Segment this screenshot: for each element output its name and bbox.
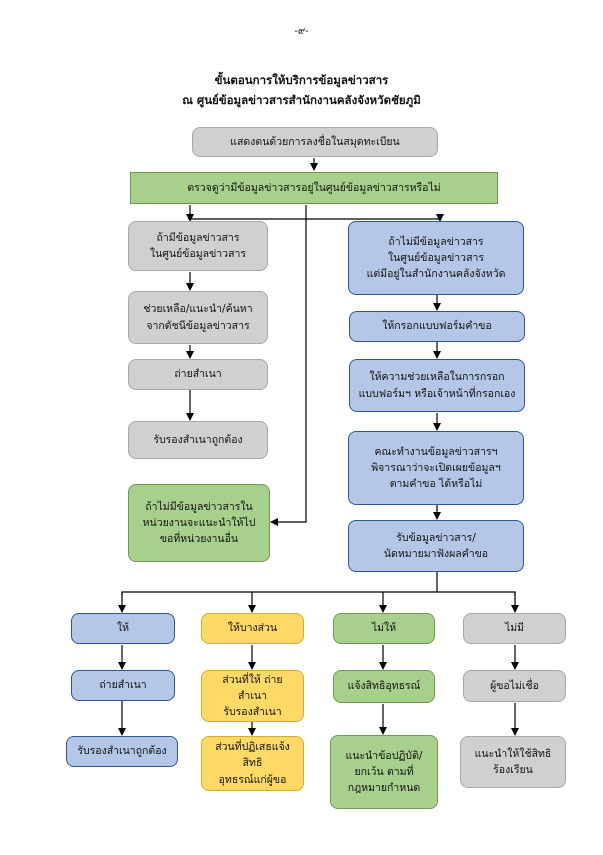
requester-disbelief-box: ผู้ขอไม่เชื่อ (463, 670, 566, 702)
if-other-agency-box: ถ้าไม่มีข้อมูลข่าวสารใน หน่วยงานจะแนะนำใ… (128, 484, 270, 562)
help-search-box: ช่วยเหลือ/แนะนำ/ค้นหา จากดัชนีข้อมูลข่าว… (128, 291, 268, 344)
none-box: ไม่มี (463, 613, 566, 644)
check-info-box: ตรวจดูว่ามีข้อมูลข่าวสารอยู่ในศูนย์ข้อมู… (130, 172, 498, 204)
partial-denied-box: ส่วนที่ปฏิเสธแจ้งสิทธิ อุทธรณ์แก่ผู้ขอ (201, 736, 304, 791)
certify-give-box: รับรองสำเนาถูกต้อง (66, 736, 178, 767)
if-in-center-box: ถ้ามีข้อมูลข่าวสาร ในศูนย์ข้อมูลข่าวสาร (128, 221, 268, 271)
copy-give-box: ถ่ายสำเนา (71, 670, 175, 701)
committee-box: คณะทำงานข้อมูลข่าวสารฯ พิจารณาว่าจะเปิดเ… (348, 431, 524, 505)
not-give-box: ไม่ให้ (333, 613, 435, 644)
copy-left-box: ถ่ายสำเนา (128, 359, 268, 390)
if-not-in-center-box: ถ้าไม่มีข้อมูลข่าวสาร ในศูนย์ข้อมูลข่าวส… (348, 221, 524, 295)
advise-complaint-box: แนะนำให้ใช้สิทธิ ร้องเรียน (460, 736, 566, 788)
help-fill-box: ให้ความช่วยเหลือในการกรอก แบบฟอร์มฯ หรือ… (349, 359, 525, 412)
page-number: -๙- (294, 26, 309, 37)
fill-form-box: ให้กรอกแบบฟอร์มคำขอ (349, 311, 525, 342)
partial-given-box: ส่วนที่ให้ ถ่ายสำเนา รับรองสำเนา (201, 670, 304, 722)
give-box: ให้ (71, 613, 175, 644)
partial-box: ให้บางส่วน (201, 613, 304, 644)
chart-subtitle: ณ ศูนย์ข้อมูลข่าวสารสำนักงานคลังจังหวัดช… (182, 93, 421, 107)
certify-left-box: รับรองสำเนาถูกต้อง (128, 421, 268, 459)
notify-rights-box: แจ้งสิทธิอุทธรณ์ (333, 670, 435, 703)
advise-practice-box: แนะนำข้อปฏิบัติ/ ยกเว้น ตามที่ กฎหมายกำห… (330, 735, 438, 809)
show-id-box: แสดงตนด้วยการลงชื่อในสมุดทะเบียน (192, 127, 438, 157)
chart-title: ขั้นตอนการให้บริการข้อมูลข่าวสาร (214, 73, 389, 87)
receive-box: รับข้อมูลข่าวสาร/ นัดหมายมาฟังผลคำขอ (348, 520, 524, 572)
